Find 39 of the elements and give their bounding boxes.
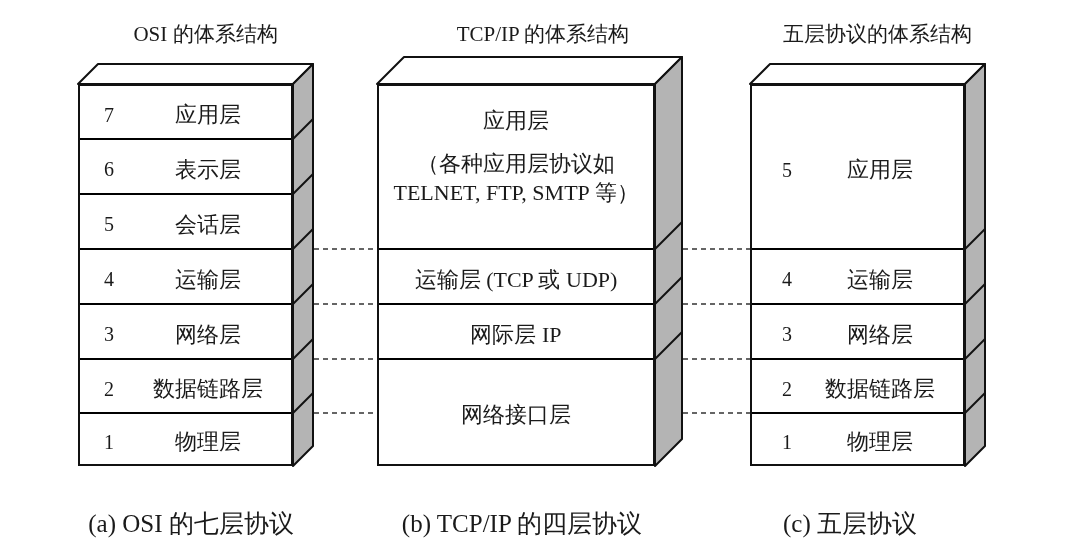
layer-name: 数据链路层 <box>824 376 935 401</box>
layer-number: 1 <box>104 430 114 453</box>
layer-number: 6 <box>104 158 114 180</box>
layer-name: 应用层 <box>846 157 913 182</box>
layer-name: 物理层 <box>846 429 913 454</box>
figure-caption: (a) OSI 的七层协议 <box>88 510 294 537</box>
layer-name: 网络接口层 <box>461 401 571 429</box>
layer-name: 物理层 <box>174 429 241 454</box>
layer-name: 应用层 <box>174 102 241 127</box>
dashed-connector <box>682 303 751 305</box>
figure-caption: (b) TCP/IP 的四层协议 <box>401 510 643 537</box>
layer-name: 运输层 <box>846 266 913 292</box>
stack-heading: 五层协议的体系结构 <box>783 22 972 46</box>
layer-name: 网际层 IP <box>470 320 562 349</box>
layer-name: 应用层 <box>483 107 549 135</box>
layer-number: 1 <box>782 430 792 453</box>
layer-number: 5 <box>104 213 114 235</box>
dashed-connector <box>682 358 751 360</box>
layer-number: 2 <box>782 377 792 400</box>
layer-number: 4 <box>782 268 792 290</box>
layer-number: 3 <box>782 323 792 345</box>
stack-heading: OSI 的体系结构 <box>133 22 278 46</box>
layer-number: 7 <box>104 103 114 126</box>
layer-description: （各种应用层协议如 TELNET, FTP, SMTP 等） <box>392 150 640 207</box>
layer-name: 表示层 <box>174 156 241 182</box>
dashed-connector <box>682 248 751 250</box>
figure-caption: (c) 五层协议 <box>783 510 917 537</box>
layer-name: 数据链路层 <box>152 376 263 401</box>
dashed-connector <box>682 412 751 414</box>
layer-name: 运输层 <box>174 266 241 292</box>
layer-name: 运输层 (TCP 或 UDP) <box>414 265 618 294</box>
layer-number: 4 <box>104 268 114 290</box>
stack-heading: TCP/IP 的体系结构 <box>456 22 630 46</box>
layer-number: 3 <box>104 323 114 345</box>
layer-name: 会话层 <box>174 211 241 237</box>
layer-number: 2 <box>104 377 114 400</box>
layer-number: 5 <box>782 158 792 181</box>
layer-name: 网络层 <box>846 321 913 347</box>
layer-name: 网络层 <box>174 321 241 347</box>
